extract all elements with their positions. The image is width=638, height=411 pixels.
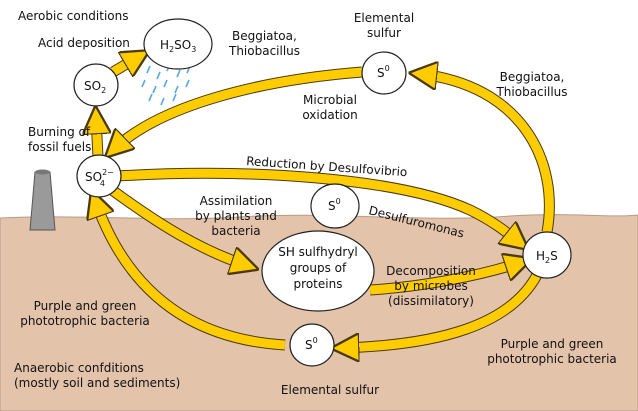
purple-right-1: Purple and green [501, 337, 604, 351]
node-s0-top: S0 [361, 51, 407, 95]
rain-drop [148, 93, 153, 102]
beggiatoa-top-2: Thiobacillus [228, 44, 300, 58]
node-s0-bottom: S0 [289, 323, 335, 367]
elemental-top-1: Elemental [354, 11, 414, 25]
beggiatoa-right-1: Beggiatoa, [500, 70, 565, 84]
assimilation-2: by plants and [195, 209, 277, 223]
rain-drop [163, 79, 168, 88]
svg-text:H2SO3: H2SO3 [160, 38, 196, 54]
proteins-line-1: SH sulfhydryl [278, 245, 358, 259]
proteins-line-3: proteins [294, 277, 343, 291]
burning-label-2: fossil fuels [28, 140, 91, 154]
acid-deposition-label: Acid deposition [38, 36, 130, 50]
decomposition-2: by microbes [394, 279, 467, 293]
node-h2s: H2S [522, 231, 572, 279]
rain-drop [152, 85, 157, 94]
arrow-h2s-to-s0-top [420, 74, 554, 233]
node-h2so3: H2SO3 [143, 18, 213, 70]
arrow-microbial-oxidation [113, 67, 363, 150]
svg-text:S0: S0 [328, 197, 341, 213]
burning-label-1: Burning of [28, 125, 91, 139]
assimilation-3: bacteria [211, 224, 260, 238]
rain-drop [141, 79, 146, 88]
microbial-1: Microbial [303, 93, 357, 107]
purple-left-2: phototrophic bacteria [20, 314, 150, 328]
arrow-so4-to-h2s [117, 168, 520, 243]
elemental-top-2: sulfur [367, 26, 401, 40]
arrow-so4-to-proteins [109, 186, 248, 266]
chimney-icon [29, 169, 56, 231]
microbial-2: oxidation [302, 108, 357, 122]
aerobic-label: Aerobic conditions [18, 9, 129, 23]
proteins-line-2: groups of [290, 261, 347, 275]
arrow-so4-to-so2 [96, 117, 98, 158]
rain-drop [172, 93, 177, 102]
rain-drop [176, 69, 181, 78]
rain-drop [185, 79, 190, 88]
purple-right-2: phototrophic bacteria [487, 352, 617, 366]
decomposition-1: Decomposition [386, 264, 476, 278]
arrow-h2s-to-s0-bottom [342, 272, 541, 348]
arrow-proteins-to-h2s [369, 262, 522, 295]
svg-text:S0: S0 [377, 64, 390, 80]
decomposition-3: (dissimilatory) [388, 294, 474, 308]
arrow-so2-to-h2so3 [110, 56, 140, 72]
rain-drop [174, 85, 179, 94]
rain-drop [160, 97, 165, 106]
beggiatoa-top-1: Beggiatoa, [232, 29, 297, 43]
anaerobic-label-1: Anaerobic confditions [14, 361, 144, 375]
svg-text:S0: S0 [305, 336, 318, 352]
purple-left-1: Purple and green [34, 299, 137, 313]
svg-text:H2S: H2S [536, 249, 558, 265]
node-so2: SO2 [73, 63, 119, 107]
node-so4: SO2−4 [76, 154, 122, 198]
node-proteins: SH sulfhydryl groups of proteins [261, 230, 375, 312]
arrow-s0-bottom-to-so4 [95, 200, 286, 350]
anaerobic-label-2: (mostly soil and sediments) [14, 376, 180, 390]
assimilation-1: Assimilation [200, 194, 273, 208]
svg-text:SO2: SO2 [84, 79, 106, 95]
node-s0-mid: S0 [310, 183, 360, 229]
beggiatoa-right-2: Thiobacillus [495, 85, 567, 99]
soil-zone [0, 214, 638, 411]
svg-text:SO2−4: SO2−4 [85, 168, 114, 188]
rain-drop [156, 71, 161, 80]
elemental-bottom-label: Elemental sulfur [281, 383, 379, 397]
